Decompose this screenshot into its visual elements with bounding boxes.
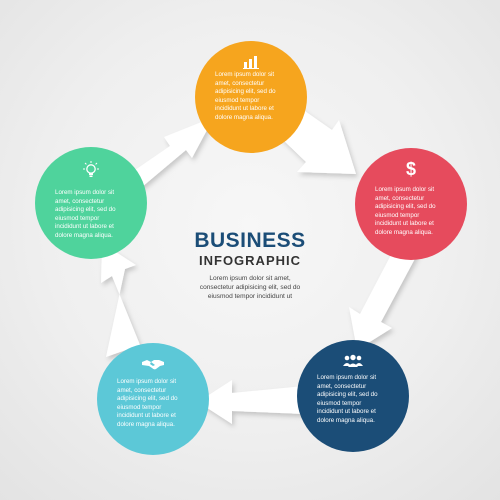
text-line: Lorem ipsum dolor sit xyxy=(215,71,275,78)
text-line: dolore magna aliqua. xyxy=(317,416,375,424)
text-line: amet, consectetur xyxy=(375,194,425,202)
text-line: eiusmod tempor xyxy=(375,211,420,219)
text-line: dolore magna aliqua. xyxy=(117,420,175,428)
text-line: dolore magna aliqua. xyxy=(215,113,273,121)
text-line: Lorem ipsum dolor sit xyxy=(375,186,435,193)
step-circle-right: $ Lorem ipsum dolor sit amet, consectetu… xyxy=(355,148,467,260)
step-text: Lorem ipsum dolor sit amet, consectetur … xyxy=(117,378,197,430)
handshake-icon xyxy=(97,353,209,375)
text-line: adipisicing elit, sed do xyxy=(117,395,178,403)
text-line: incididunt ut labore et xyxy=(215,105,274,113)
arrow-left-to-top xyxy=(116,117,214,192)
text-line: eiusmod tempor xyxy=(317,399,362,407)
lightbulb-icon xyxy=(35,159,147,181)
arrow-right-to-bottom-right xyxy=(349,253,418,350)
step-text: Lorem ipsum dolor sit amet, consectetur … xyxy=(215,71,295,123)
text-line: incididunt ut labore et xyxy=(55,223,114,231)
title-description: Lorem ipsum dolor sit amet, consectetur … xyxy=(170,274,330,301)
text-line: amet, consectetur xyxy=(215,79,265,87)
step-text: Lorem ipsum dolor sit amet, consectetur … xyxy=(55,189,135,241)
arrow-bottom-right-to-bottom-left xyxy=(198,380,304,424)
text-line: incididunt ut labore et xyxy=(317,408,376,416)
text-line: adipisicing elit, sed do xyxy=(317,391,378,399)
center-title-block: BUSINESS INFOGRAPHIC Lorem ipsum dolor s… xyxy=(170,230,330,301)
description-line: Lorem ipsum dolor sit amet, xyxy=(209,275,291,282)
text-line: incididunt ut labore et xyxy=(117,412,176,420)
text-line: eiusmod tempor xyxy=(117,403,162,411)
text-line: amet, consectetur xyxy=(317,382,367,390)
description-line: consectetur adipisicing elit, sed do xyxy=(199,284,301,291)
text-line: adipisicing elit, sed do xyxy=(375,203,436,211)
step-text: Lorem ipsum dolor sit amet, consectetur … xyxy=(375,186,455,238)
step-circle-top: Lorem ipsum dolor sit amet, consectetur … xyxy=(195,41,307,153)
text-line: Lorem ipsum dolor sit xyxy=(55,189,115,196)
text-line: amet, consectetur xyxy=(117,386,167,394)
bar-chart-icon xyxy=(195,51,307,73)
step-circle-bottom-left: Lorem ipsum dolor sit amet, consectetur … xyxy=(97,343,209,455)
step-circle-bottom-right: Lorem ipsum dolor sit amet, consectetur … xyxy=(297,340,409,452)
text-line: Lorem ipsum dolor sit xyxy=(317,374,377,381)
step-text: Lorem ipsum dolor sit amet, consectetur … xyxy=(317,374,397,426)
step-circle-left: Lorem ipsum dolor sit amet, consectetur … xyxy=(35,147,147,259)
text-line: eiusmod tempor xyxy=(55,214,100,222)
text-line: incididunt ut labore et xyxy=(375,220,434,228)
text-line: dolore magna aliqua. xyxy=(55,231,113,239)
dollar-icon: $ xyxy=(405,158,416,179)
text-line: adipisicing elit, sed do xyxy=(55,206,116,214)
arrow-bottom-left-to-left xyxy=(101,243,140,357)
title-business: BUSINESS xyxy=(194,229,306,252)
text-line: dolore magna aliqua. xyxy=(375,228,433,236)
people-icon xyxy=(297,350,409,372)
description-line: eiusmod tempor incididunt ut xyxy=(207,293,293,300)
text-line: amet, consectetur xyxy=(55,197,105,205)
text-line: Lorem ipsum dolor sit xyxy=(117,378,177,385)
text-line: adipisicing elit, sed do xyxy=(215,88,276,96)
text-line: eiusmod tempor xyxy=(215,96,260,104)
title-infographic: INFOGRAPHIC xyxy=(199,253,301,268)
